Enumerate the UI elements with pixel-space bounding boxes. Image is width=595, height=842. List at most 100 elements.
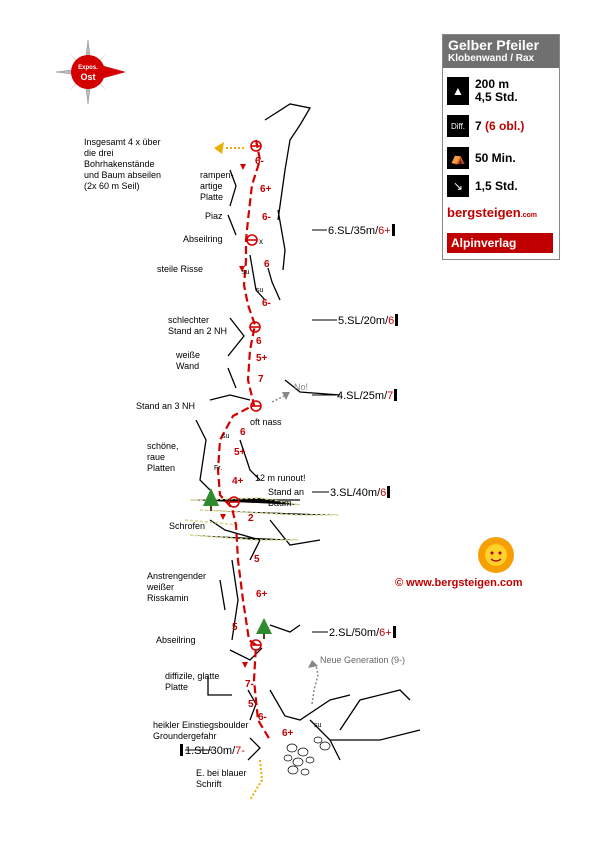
- label-schoene-platten: schöne, raue Platten: [147, 441, 179, 473]
- label-su: su: [256, 287, 264, 294]
- approach-time: 50 Min.: [475, 150, 516, 165]
- route-grade: 6+: [256, 589, 268, 600]
- route-grade: 6+: [260, 184, 272, 195]
- info-box: Gelber Pfeiler Klobenwand / Rax ▲ 200 m …: [442, 34, 560, 260]
- route-grade: 6-: [262, 298, 271, 309]
- route-grade: 5: [248, 699, 254, 710]
- label-weisse-wand: weiße Wand: [176, 350, 201, 371]
- descent-icon: ↘: [447, 175, 469, 197]
- sun-icon: [478, 537, 514, 573]
- compass-label: Expos. Ost: [71, 64, 105, 82]
- tree-icon: [203, 488, 219, 511]
- label-neue-generation: Neue Generation (9-): [320, 655, 406, 665]
- pitch-5-label: 5.SL/20m/6: [338, 314, 399, 327]
- pitch-label: 5.SL/20m/: [338, 315, 389, 327]
- abseil-note: Insgesamt 4 x über die drei Bohrhakenstä…: [84, 137, 162, 191]
- label-schlechter-stand: schlechter Stand an 2 NH: [168, 315, 228, 336]
- route-title: Gelber Pfeiler: [448, 37, 540, 53]
- pitch-4-label: 4.SL/25m/7: [337, 389, 398, 402]
- length-row: ▲ 200 m 4,5 Std.: [447, 77, 518, 105]
- label-risskamin: Anstrengender weißer Risskamin: [147, 571, 207, 603]
- rock-outlines: [195, 103, 421, 761]
- brand-suffix: .com: [520, 212, 538, 219]
- label-stand-3nh: Stand an 3 NH: [136, 401, 196, 411]
- label-piaz: Piaz: [205, 211, 223, 221]
- label-diffizile: diffizile, glatte Platte: [165, 671, 220, 692]
- label-schrofen: Schrofen: [169, 521, 206, 531]
- label-einstieg: heikler Einstiegsboulder Groundergefahr: [153, 720, 249, 741]
- label-runout: 12 m runout!: [255, 473, 306, 483]
- difficulty-row: Diff. 7 (6 obl.): [447, 115, 524, 137]
- route-grade: 7: [258, 374, 264, 385]
- route-grade: 2: [248, 513, 254, 524]
- approach-row: ⛺ 50 Min.: [447, 147, 516, 169]
- pitch-grade: 6+: [378, 225, 391, 237]
- bergsteigen-logo: bergsteigen.com: [447, 205, 537, 220]
- label-abseilring-low: Abseilring: [156, 635, 196, 645]
- descent-time: 1,5 Std.: [475, 178, 518, 193]
- route-grade: 6-: [262, 212, 271, 223]
- route-time: 4,5 Std.: [475, 90, 518, 104]
- route-grade: 6-: [258, 712, 267, 723]
- belay-stations: [228, 140, 262, 651]
- route-grade: 6: [264, 259, 270, 270]
- label-su: su: [222, 433, 230, 440]
- compass-icon: [55, 39, 126, 105]
- length-time: 200 m 4,5 Std.: [475, 78, 518, 104]
- route-grade: 5: [232, 622, 238, 633]
- label-stand-baum: Stand an Baum: [268, 487, 305, 508]
- climber-icon: ▲: [447, 77, 469, 105]
- pitch-grade: 7-: [235, 745, 245, 757]
- descent-arrow-icon: [214, 142, 224, 154]
- pitch-2-label: 2.SL/50m/6+: [329, 626, 396, 639]
- route-grade: 6-: [255, 156, 264, 167]
- pitch-grade: 6: [380, 487, 387, 499]
- label-no: No!: [294, 382, 309, 392]
- approach-path: [249, 759, 264, 801]
- difficulty-value: 7 (6 obl.): [475, 118, 525, 133]
- route-subtitle: Klobenwand / Rax: [448, 53, 535, 64]
- compass-small-label: Expos.: [78, 65, 98, 71]
- pitch-3-label: 3.SL/40m/6: [330, 486, 391, 499]
- route-line: [216, 139, 271, 741]
- pitch-label: 4.SL/25m/: [337, 390, 388, 402]
- route-grade: 6: [240, 427, 246, 438]
- label-e-blauer: E. bei blauer Schrift: [196, 768, 247, 789]
- label-steile-risse: steile Risse: [157, 264, 204, 274]
- grade: 7: [475, 118, 482, 133]
- pitch-marker-lines: [185, 229, 337, 751]
- grass-ledges: [184, 497, 340, 541]
- tree-icon: [256, 618, 272, 639]
- label-rampe: rampen- artige Platte: [200, 170, 234, 202]
- difficulty-icon: Diff.: [447, 115, 469, 137]
- pitch-grade: 6: [388, 315, 395, 327]
- no-arrow-icon: [282, 392, 290, 400]
- brand-main: bergsteigen: [447, 205, 521, 220]
- label-oft-nass: oft nass: [250, 417, 282, 427]
- route-grade: 5+: [256, 353, 268, 364]
- grade-obligatory: (6 obl.): [485, 118, 525, 133]
- neue-generation-path: [311, 664, 319, 705]
- pitch-grade: 6+: [379, 627, 392, 639]
- copyright-text: © www.bergsteigen.com: [395, 577, 523, 589]
- pitch-grade: 7: [387, 390, 394, 402]
- label-su: su: [314, 722, 322, 729]
- route-grade: 7-: [245, 679, 254, 690]
- route-grade: 5: [254, 554, 260, 565]
- route-grade: 4+: [232, 476, 244, 487]
- pitch-label: 3.SL/40m/: [330, 487, 381, 499]
- boulders: [283, 736, 331, 776]
- info-header: Gelber Pfeiler Klobenwand / Rax: [443, 35, 559, 68]
- route-grade: 5+: [234, 447, 246, 458]
- neue-generation-arrow-icon: [308, 660, 318, 668]
- pitch-label: 2.SL/50m/: [329, 627, 380, 639]
- pitch-1-label: 1.SL/30m/7-: [180, 744, 245, 757]
- compass-main-label: Ost: [80, 72, 96, 82]
- route-length: 200 m: [475, 77, 510, 91]
- route-grade: 6+: [282, 728, 294, 739]
- label-abseilring-top: Abseilring: [183, 234, 223, 244]
- label-x: x: [259, 237, 263, 246]
- label-fr: Fr.: [214, 465, 223, 472]
